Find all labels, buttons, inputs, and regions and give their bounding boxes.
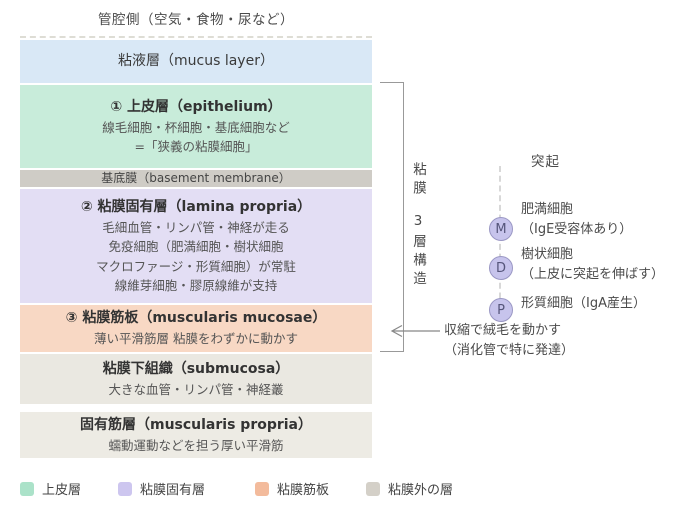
- legend-item-outer-layers: 粘膜外の層: [366, 479, 453, 498]
- legend-swatch-epithelium: [20, 481, 34, 496]
- contraction-note-line1: 収縮で絨毛を動かす: [444, 323, 562, 338]
- layer-lamina-propria: ② 粘膜固有層（lamina propria） 毛細血管・リンパ管・神経が走る …: [20, 189, 372, 303]
- layer-muscularis-propria: 固有筋層（muscularis propria） 蠕動運動などを担う厚い平滑筋: [20, 412, 372, 458]
- projections-title: 突起: [531, 154, 560, 170]
- mucosa-label-top: 粘膜: [410, 162, 426, 199]
- plasma-cell-icon: P: [489, 298, 513, 322]
- legend-item-epithelium: 上皮層: [20, 479, 81, 498]
- legend-item-muscularis-mucosae: 粘膜筋板: [255, 479, 329, 498]
- legend-label-lamina-propria: 粘膜固有層: [140, 483, 206, 498]
- layer-submucosa-line: 大きな血管・リンパ管・神経叢: [108, 381, 284, 397]
- mast-cell-note: （IgE受容体あり）: [521, 222, 633, 237]
- layer-submucosa-title: 粘膜下組織（submucosa）: [102, 360, 290, 377]
- legend-label-outer-layers: 粘膜外の層: [388, 483, 454, 498]
- layer-submucosa: 粘膜下組織（submucosa） 大きな血管・リンパ管・神経叢: [20, 354, 372, 404]
- layer-muscularis-propria-title: 固有筋層（muscularis propria）: [79, 416, 313, 433]
- layer-muscularis-mucosae-title: ③ 粘膜筋板（muscularis mucosae）: [65, 310, 327, 327]
- layer-muscularis-propria-line: 蠕動運動などを担う厚い平滑筋: [108, 437, 284, 453]
- dendritic-cell-icon: D: [489, 256, 513, 280]
- legend-swatch-muscularis-mucosae: [255, 481, 269, 496]
- mast-cell-label: 肥満細胞 （IgE受容体あり）: [521, 200, 632, 240]
- mucosa-bracket-side: [403, 82, 404, 351]
- mucosa-bracket-top: [380, 82, 404, 83]
- layer-mucus-title: 粘液層（mucus layer）: [118, 53, 274, 69]
- layer-epithelium: ① 上皮層（epithelium） 線毛細胞・杯細胞・基底細胞など =「狭義の粘…: [20, 85, 372, 168]
- layer-lamina-line: マクロファージ・形質細胞）が常駐: [96, 258, 296, 274]
- layer-lamina-line: 線維芽細胞・膠原線維が支持: [114, 278, 278, 293]
- layer-lamina-line: 毛細血管・リンパ管・神経が走る: [102, 219, 290, 235]
- luminal-dashed-border: [20, 36, 372, 38]
- layer-epithelium-line: 線毛細胞・杯細胞・基底細胞など: [102, 119, 290, 135]
- luminal-side-title: 管腔側（空気・食物・尿など）: [98, 12, 294, 28]
- legend-swatch-lamina-propria: [118, 481, 132, 496]
- legend-label-muscularis-mucosae: 粘膜筋板: [277, 483, 330, 498]
- dendritic-cell-note: （上皮に突起を伸ばす）: [521, 267, 665, 282]
- layer-basement-membrane: 基底膜（basement membrane）: [20, 170, 372, 187]
- layer-lamina-title: ② 粘膜固有層（lamina propria）: [80, 198, 312, 215]
- dendritic-cell-label: 樹状細胞 （上皮に突起を伸ばす）: [521, 245, 664, 285]
- legend-swatch-outer-layers: [366, 481, 380, 496]
- legend-label-epithelium: 上皮層: [42, 483, 82, 498]
- mast-cell-icon: M: [489, 217, 513, 241]
- projection-dashed-line: [499, 166, 501, 318]
- dendritic-cell-name: 樹状細胞: [521, 247, 574, 262]
- layer-stack: 粘液層（mucus layer） ① 上皮層（epithelium） 線毛細胞・…: [20, 36, 372, 458]
- layer-muscularis-mucosae-line: 薄い平滑筋層 粘膜をわずかに動かす: [94, 331, 298, 347]
- layer-lamina-line: 免疫細胞（肥満細胞・樹状細胞: [108, 239, 284, 254]
- mucosa-bracket-label: 粘膜 3層構造: [407, 162, 429, 290]
- layer-muscularis-mucosae: ③ 粘膜筋板（muscularis mucosae） 薄い平滑筋層 粘膜をわずか…: [20, 305, 372, 352]
- layer-epithelium-line: =「狭義の粘膜細胞」: [134, 139, 258, 154]
- mucosa-label-bottom: 3層構造: [410, 213, 426, 290]
- contraction-note-line2: （消化管で特に発達）: [444, 343, 575, 358]
- legend-item-lamina-propria: 粘膜固有層: [118, 479, 205, 498]
- contraction-note: 収縮で絨毛を動かす （消化管で特に発達）: [444, 321, 574, 361]
- mucosa-bracket-bottom: [380, 351, 404, 352]
- layer-epithelium-title: ① 上皮層（epithelium）: [110, 98, 282, 115]
- left-arrow-icon: [390, 324, 440, 338]
- layer-mucus: 粘液層（mucus layer）: [20, 40, 372, 83]
- plasma-cell-label: 形質細胞（IgA産生）: [521, 294, 646, 314]
- mast-cell-name: 肥満細胞: [521, 202, 574, 217]
- layer-basement-title: 基底膜（basement membrane）: [101, 171, 291, 185]
- plasma-cell-name: 形質細胞（IgA産生）: [521, 296, 646, 311]
